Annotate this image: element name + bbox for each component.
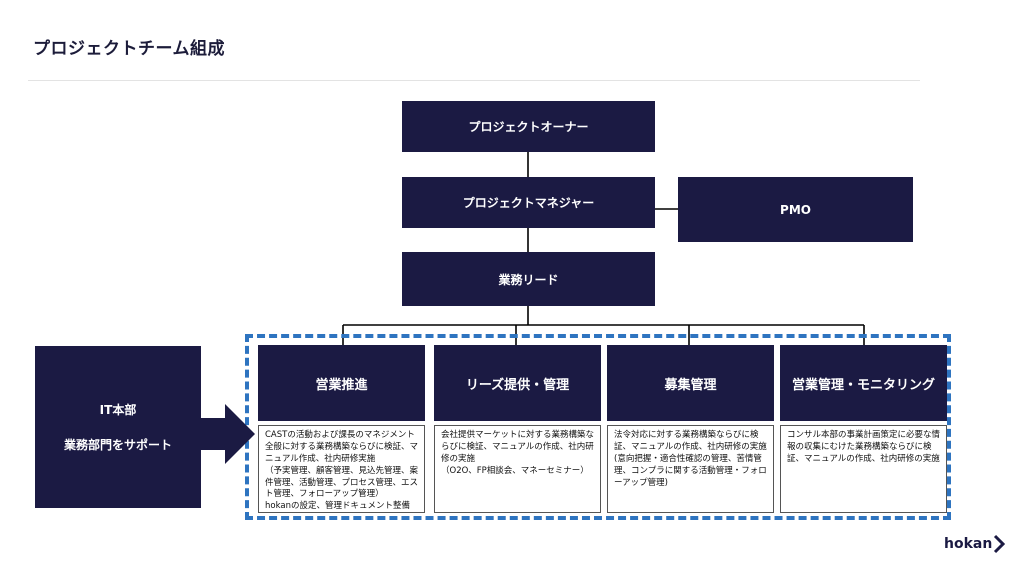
workstream-card-body: 法令対応に対する業務構築ならびに検証、マニュアルの作成、社内研修の実施 (意向把…	[607, 425, 774, 513]
project-owner-label: プロジェクトオーナー	[468, 120, 589, 134]
it-department-box: IT本部 業務部門をサポート	[35, 346, 201, 508]
title-divider	[28, 80, 920, 81]
it-department-support-label: 業務部門をサポート	[63, 438, 172, 452]
support-arrow-icon	[201, 404, 255, 464]
workstream-card-head: 募集管理	[607, 345, 774, 421]
workstream-card-recruitment: 募集管理 法令対応に対する業務構築ならびに検証、マニュアルの作成、社内研修の実施…	[607, 345, 774, 513]
workstream-card-body: コンサル本部の事業計画策定に必要な情報の収集にむけた業務構築ならびに検証、マニュ…	[780, 425, 947, 513]
pmo-box: PMO	[678, 177, 913, 242]
workstream-card-body: 会社提供マーケットに対する業務構築ならびに検証、マニュアルの作成、社内研修の実施…	[434, 425, 601, 513]
workstream-card-head: 営業推進	[258, 345, 425, 421]
workstream-card-head: 営業管理・モニタリング	[780, 345, 947, 421]
project-owner-box: プロジェクトオーナー	[402, 101, 655, 152]
workstream-card-head: リーズ提供・管理	[434, 345, 601, 421]
pmo-label: PMO	[780, 202, 811, 217]
hokan-logo: hokan	[944, 534, 1006, 554]
hokan-logo-text: hokan	[944, 536, 993, 552]
project-manager-label: プロジェクトマネジャー	[462, 196, 595, 210]
project-manager-box: プロジェクトマネジャー	[402, 177, 655, 228]
business-lead-box: 業務リード	[402, 252, 655, 306]
chevron-right-icon	[994, 534, 1006, 554]
it-department-label: IT本部	[99, 403, 137, 417]
workstream-card-monitoring: 営業管理・モニタリング コンサル本部の事業計画策定に必要な情報の収集にむけた業務…	[780, 345, 947, 513]
workstream-card-leads: リーズ提供・管理 会社提供マーケットに対する業務構築ならびに検証、マニュアルの作…	[434, 345, 601, 513]
workstream-card-body: CASTの活動および課長のマネジメント全般に対する業務構築ならびに検証、マニュア…	[258, 425, 425, 513]
page-title: プロジェクトチーム組成	[33, 39, 225, 59]
workstream-card-sales-promotion: 営業推進 CASTの活動および課長のマネジメント全般に対する業務構築ならびに検証…	[258, 345, 425, 513]
business-lead-label: 業務リード	[498, 272, 559, 287]
